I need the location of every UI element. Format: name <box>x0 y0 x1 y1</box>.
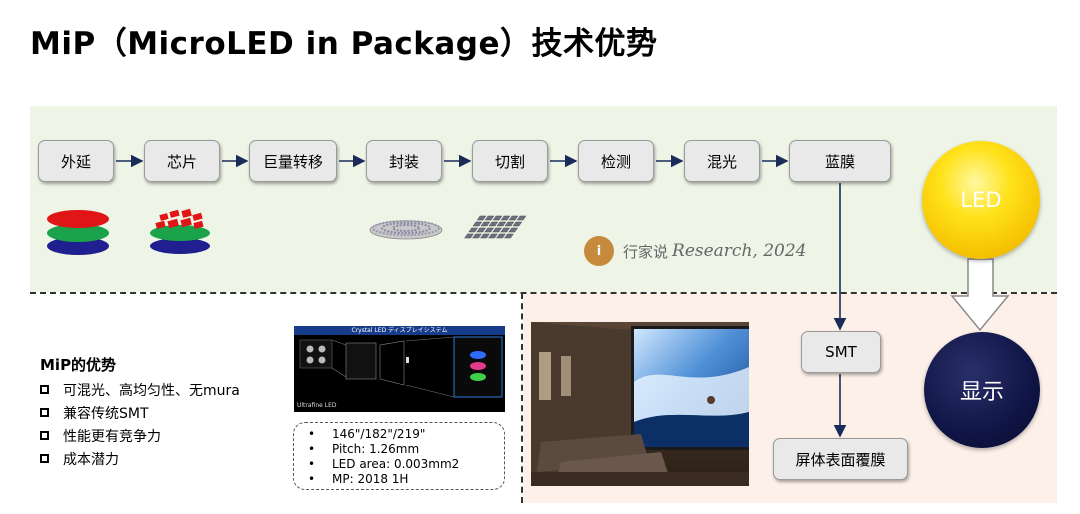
led-circle: LED <box>922 141 1040 259</box>
list-item: •Pitch: 1.26mm <box>308 442 420 456</box>
crystal-led-footer: Ultrafine LED <box>297 402 337 409</box>
step-epitaxy: 外延 <box>38 140 114 182</box>
checkbox-square-icon <box>40 431 49 440</box>
checkbox-square-icon <box>40 408 49 417</box>
step-blue-film: 蓝膜 <box>789 140 891 182</box>
spec-box: •146"/182"/219" •Pitch: 1.26mm •LED area… <box>293 422 505 490</box>
crystal-led-header: Crystal LED ディスプレイシステム <box>294 326 505 335</box>
step-cutting: 切割 <box>472 140 548 182</box>
step-package: 封装 <box>366 140 442 182</box>
list-item: 可混光、高均匀性、无mura <box>40 378 240 401</box>
home-theater-photo <box>531 322 749 486</box>
pixel-magnify-illustration <box>299 336 503 398</box>
step-chip: 芯片 <box>144 140 220 182</box>
list-item: 性能更有竞争力 <box>40 424 240 447</box>
vertical-divider <box>521 293 523 503</box>
brand-logo-icon: i <box>584 236 614 266</box>
display-circle: 显示 <box>924 332 1040 448</box>
watermark-source: Research, 2024 <box>672 241 807 261</box>
watermark: i 行家说 Research, 2024 <box>584 236 806 266</box>
list-item: •LED area: 0.003mm2 <box>308 457 460 471</box>
page-title: MiP（MicroLED in Package）技术优势 <box>30 26 658 62</box>
crystal-led-diagram: Crystal LED ディスプレイシステム Ultrafine LED <box>294 326 505 412</box>
advantages-list: 可混光、高均匀性、无mura 兼容传统SMT 性能更有竞争力 成本潜力 <box>40 378 240 470</box>
step-smt: SMT <box>801 331 881 373</box>
list-item: •MP: 2018 1H <box>308 472 409 486</box>
checkbox-square-icon <box>40 385 49 394</box>
list-item: 成本潜力 <box>40 447 240 470</box>
list-item: 兼容传统SMT <box>40 401 240 424</box>
list-item: •146"/182"/219" <box>308 427 426 441</box>
step-mass-transfer: 巨量转移 <box>249 140 337 182</box>
advantages-heading: MiP的优势 <box>40 356 117 374</box>
checkbox-square-icon <box>40 454 49 463</box>
step-light-mixing: 混光 <box>684 140 760 182</box>
process-flow-band <box>30 106 1057 292</box>
watermark-brand: 行家说 <box>623 242 669 261</box>
step-inspection: 检测 <box>578 140 654 182</box>
horizontal-divider <box>30 292 1057 294</box>
spec-list: •146"/182"/219" •Pitch: 1.26mm •LED area… <box>294 423 504 487</box>
step-screen-film: 屏体表面覆膜 <box>773 438 908 480</box>
